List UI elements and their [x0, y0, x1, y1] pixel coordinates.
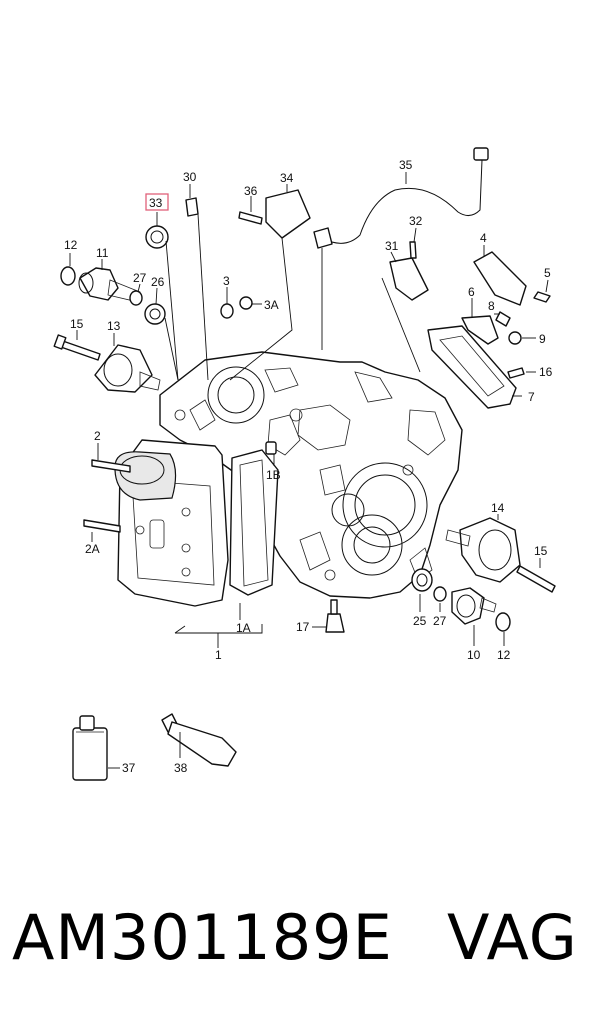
- callout-9: 9: [539, 332, 546, 346]
- callout-31: 31: [385, 239, 399, 253]
- callout-2A: 2A: [85, 542, 100, 556]
- brand-name: VAG: [447, 901, 578, 974]
- callout-15-left: 15: [70, 317, 84, 331]
- callout-27-left: 27: [133, 271, 147, 285]
- callout-26: 26: [151, 275, 165, 289]
- left-drive-flange: [53, 225, 169, 533]
- callout-5: 5: [544, 266, 551, 280]
- callout-1B: 1B: [266, 468, 281, 482]
- callout-3: 3: [223, 274, 230, 288]
- sealant-tube: [161, 713, 237, 767]
- callout-33: 33: [149, 196, 163, 210]
- callout-2: 2: [94, 429, 101, 443]
- callout-33-highlight-box: [145, 193, 169, 211]
- callout-11: 11: [96, 246, 109, 260]
- callout-37: 37: [122, 761, 136, 775]
- callout-16: 16: [539, 365, 553, 379]
- mechatronic-unit: [114, 439, 229, 607]
- callout-13: 13: [107, 319, 121, 333]
- callout-10: 10: [467, 648, 481, 662]
- fluid-bottle: [72, 715, 108, 781]
- upper-components: [185, 147, 551, 455]
- callout-1A: 1A: [236, 621, 251, 635]
- callout-32: 32: [409, 214, 423, 228]
- callout-25: 25: [413, 614, 427, 628]
- oil-pan-gasket: [229, 449, 279, 596]
- callout-14: 14: [491, 501, 505, 515]
- callout-4: 4: [480, 231, 487, 245]
- callout-36: 36: [244, 184, 258, 198]
- callout-27-right: 27: [433, 614, 447, 628]
- callout-30: 30: [183, 170, 197, 184]
- part-number: AM301189E: [12, 901, 393, 974]
- callout-15-right: 15: [534, 544, 548, 558]
- callout-labels: 30 33 34 35 36 12 11 27 26 3 3A 32 31 4 …: [64, 158, 553, 775]
- callout-6: 6: [468, 285, 475, 299]
- right-drive-flange: [325, 517, 556, 633]
- callout-12-left: 12: [64, 238, 78, 252]
- callout-35: 35: [399, 158, 413, 172]
- callout-17: 17: [296, 620, 310, 634]
- callout-12-right: 12: [497, 648, 511, 662]
- callout-3A: 3A: [264, 298, 279, 312]
- callout-34: 34: [280, 171, 294, 185]
- callout-1: 1: [215, 648, 222, 662]
- leader-lines: [69, 172, 549, 769]
- callout-38: 38: [174, 761, 188, 775]
- callout-8: 8: [488, 299, 495, 313]
- callout-7: 7: [528, 390, 535, 404]
